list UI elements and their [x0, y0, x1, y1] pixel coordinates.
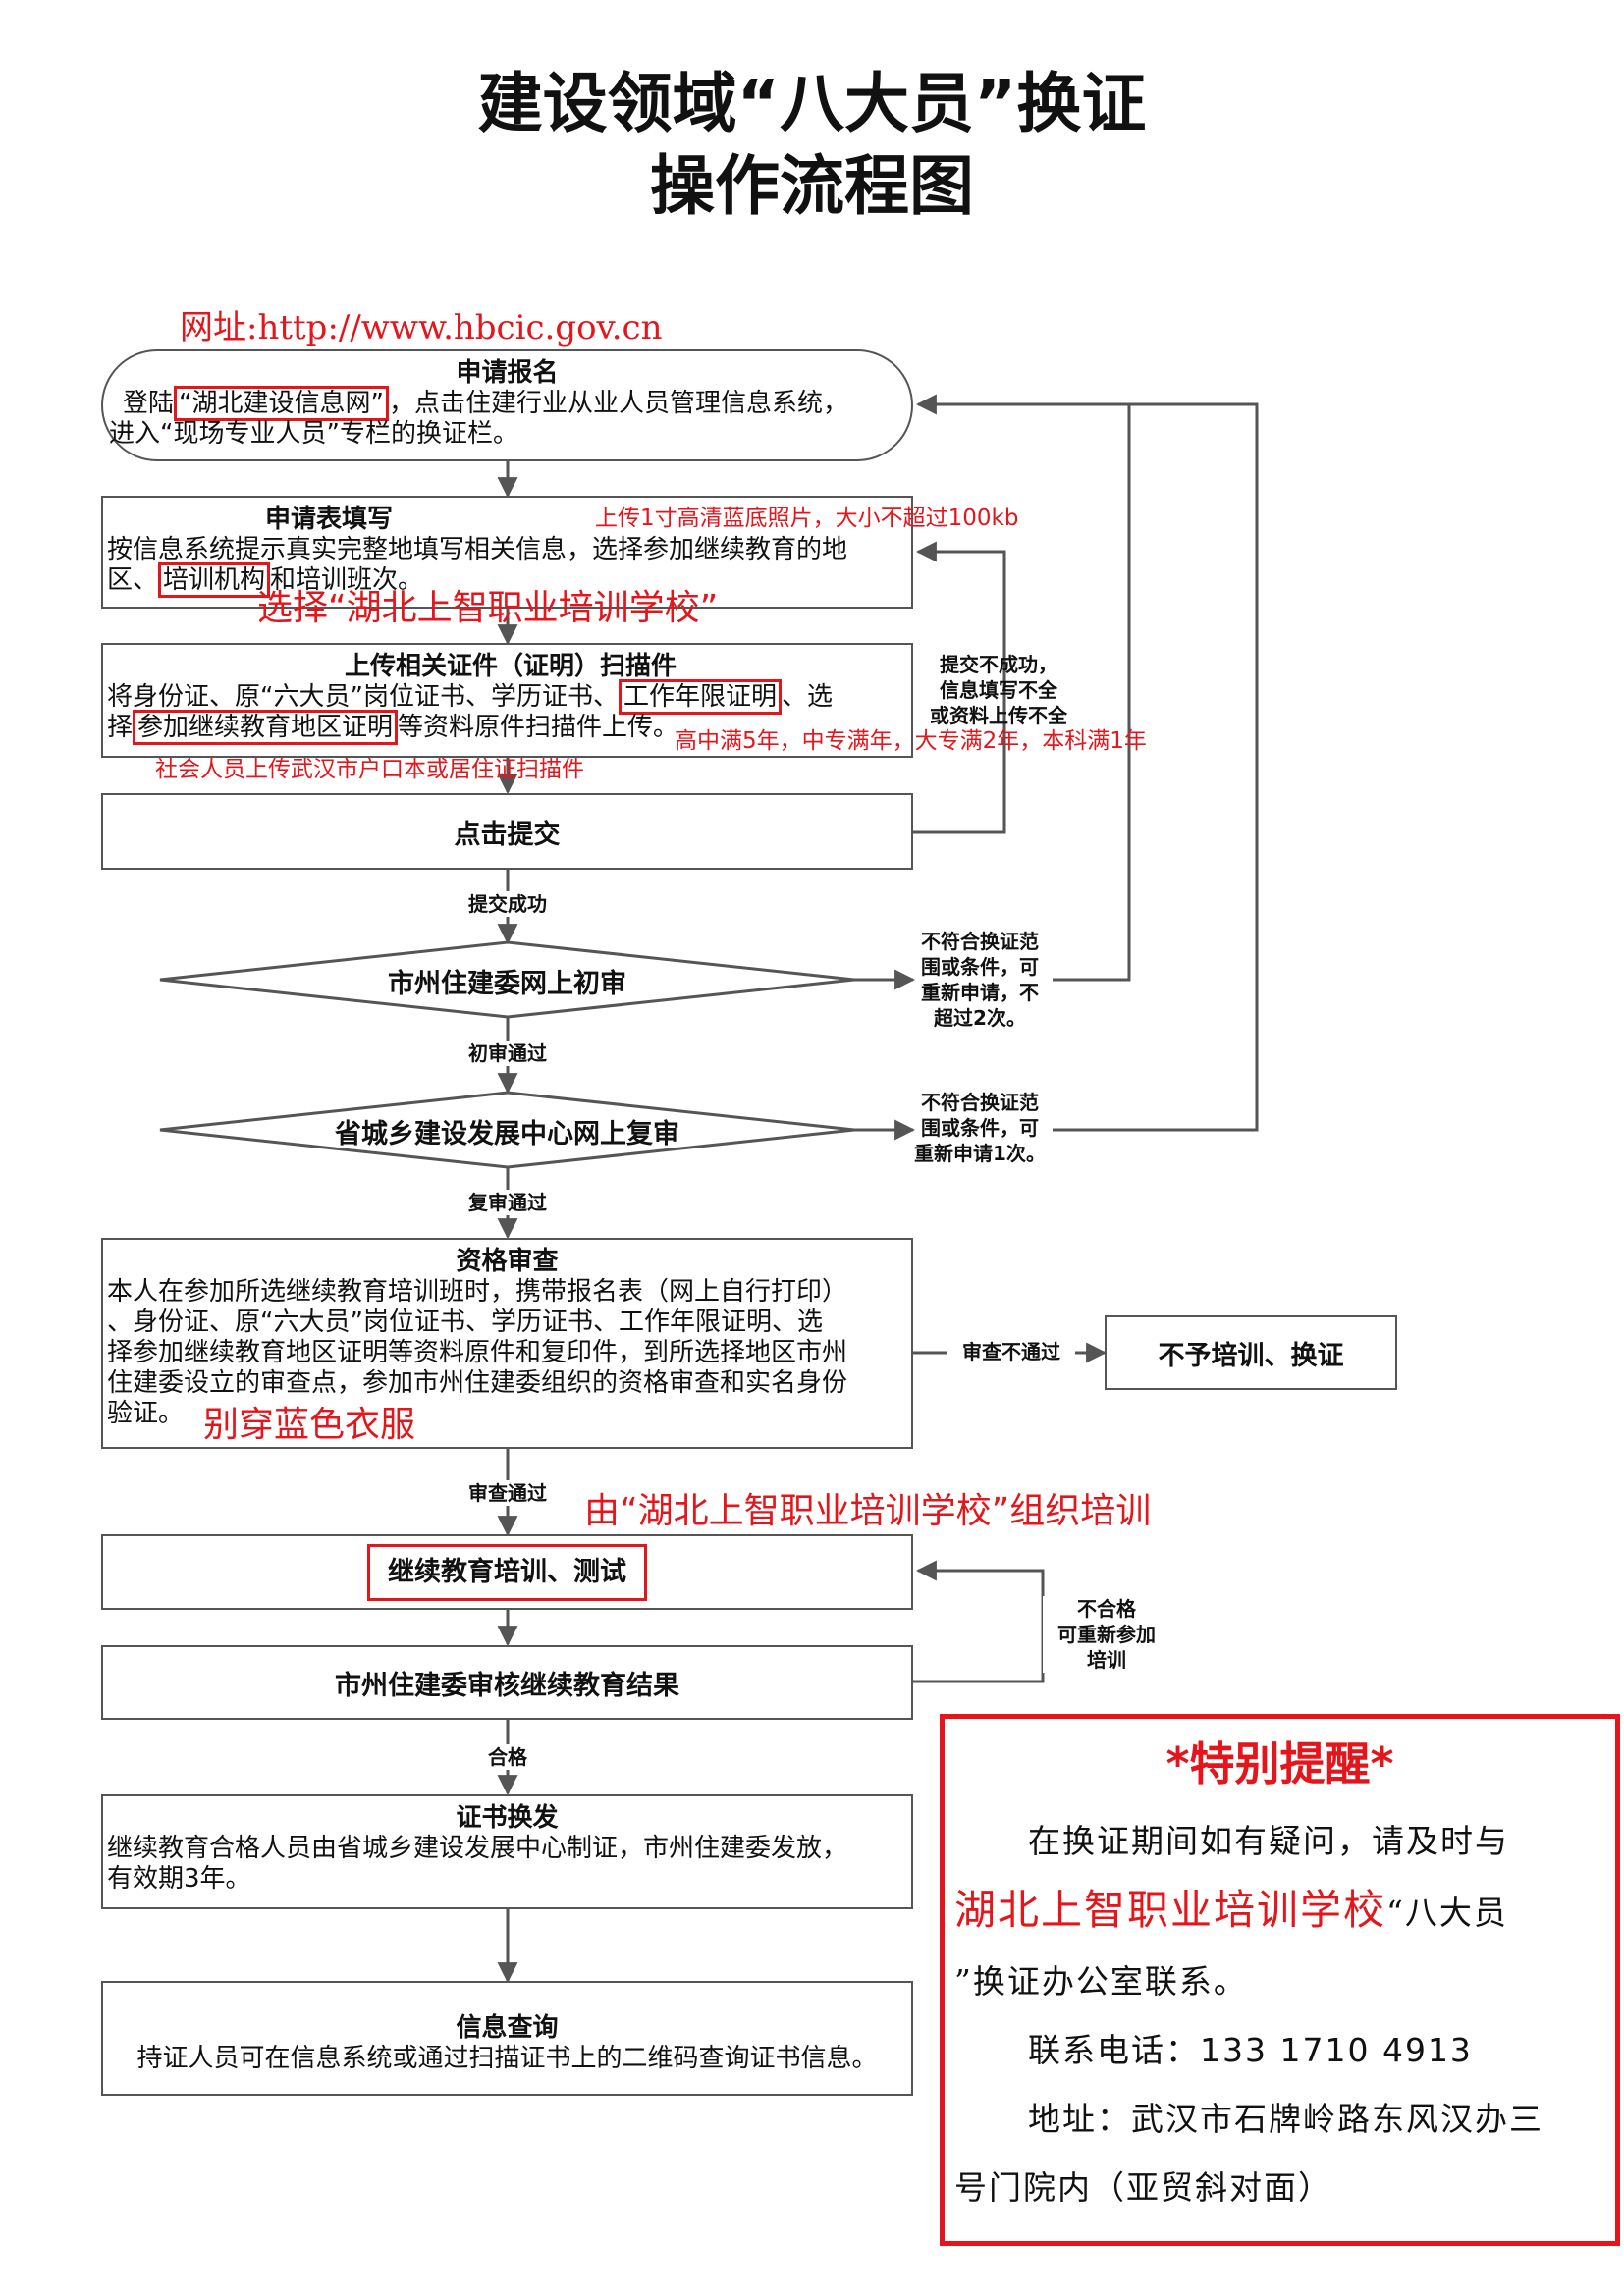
step-no-training: 不予培训、换证 [1105, 1315, 1397, 1390]
page-title-line1: 建设领域“八大员”换证 [477, 66, 1147, 141]
step-form-title: 申请表填写 [264, 505, 393, 534]
step-upload-text: 择 [107, 713, 134, 742]
training-highlight: 继续教育培训、测试 [367, 1543, 647, 1601]
step-query: 信息查询 持证人员可在信息系统或通过扫描证书上的二维码查询证书信息。 [101, 1981, 913, 2096]
diamond-second-review [159, 1091, 855, 1169]
step-upload-text: 将身份证、原“六大员”岗位证书、学历证书、 [107, 682, 619, 712]
step-form-text: 和培训班次。 [270, 565, 424, 595]
step-apply-text: ，点击住建行业从业人员管理信息系统， [388, 389, 848, 418]
url-note: 网址:http://www.hbcic.gov.cn [180, 308, 663, 347]
step-certificate-title: 证书换发 [456, 1803, 559, 1833]
label-check-fail: 审查不通过 [947, 1339, 1075, 1364]
step-form-text-1: 按信息系统提示真实完整地填写相关信息，选择参加继续教育的地 [107, 535, 848, 564]
step-qualification-title: 资格审查 [456, 1247, 559, 1276]
step-upload-text: 、选 [781, 682, 833, 712]
reminder-line-1: 在换证期间如有疑问，请及时与 [1028, 1822, 1509, 1860]
label-check-pass: 审查通过 [459, 1480, 557, 1506]
step-second-review: 省城乡建设发展中心网上复审 [335, 1119, 679, 1149]
reminder-address-label: 地址： [1028, 2100, 1131, 2138]
note-residence: 社会人员上传武汉市户口本或居住证扫描件 [155, 757, 584, 782]
label-second-fail: 不符合换证范 围或条件，可 重新申请1次。 [914, 1091, 1046, 1165]
note-no-blue: 别穿蓝色衣服 [203, 1405, 416, 1445]
loop-second-fail [1053, 402, 1259, 1132]
step-training: 继续教育培训、测试 [101, 1534, 913, 1610]
note-choose-school: 选择“湖北上智职业培训学校” [257, 588, 719, 628]
note-years: 高中满5年，中专满年，大专满2年，本科满1年 [675, 728, 1147, 754]
step-certificate-text-2: 有效期3年。 [107, 1864, 251, 1894]
reminder-line-2: “八大员 [1386, 1894, 1508, 1932]
step-upload: 上传相关证件（证明）扫描件 将身份证、原“六大员”岗位证书、学历证书、工作年限证… [101, 643, 913, 758]
step-upload-title: 上传相关证件（证明）扫描件 [344, 652, 677, 681]
label-qualified: 合格 [478, 1744, 537, 1770]
step-qualification: 资格审查 本人在参加所选继续教育培训班时，携带报名表（网上自行打印） 、身份证、… [101, 1238, 913, 1449]
loop-submit-fail [913, 541, 1006, 834]
reminder-address-1: 武汉市石牌岭路东风汉办三 [1131, 2100, 1543, 2138]
label-first-pass: 初审通过 [459, 1041, 557, 1066]
step-certificate-text-1: 继续教育合格人员由省城乡建设发展中心制证，市州住建委发放， [107, 1834, 848, 1863]
training-org-highlight: 培训机构 [158, 562, 271, 598]
step-qualification-text-5: 验证。 [107, 1399, 185, 1428]
step-apply-text-2: 进入“现场专业人员”专栏的换证栏。 [109, 419, 518, 449]
label-second-pass: 复审通过 [459, 1190, 557, 1215]
step-result: 市州住建委审核继续教育结果 [101, 1645, 913, 1720]
step-qualification-text-3: 择参加继续教育地区证明等资料原件和复印件，到所选择地区市州 [107, 1338, 848, 1367]
step-submit: 点击提交 [101, 793, 913, 870]
special-reminder-box: *特别提醒* 在换证期间如有疑问，请及时与 湖北上智职业培训学校“八大员 ”换证… [940, 1714, 1620, 2246]
step-apply-title: 申请报名 [456, 358, 559, 388]
step-first-review: 市州住建委网上初审 [388, 969, 626, 999]
page-title-line2: 操作流程图 [650, 148, 974, 224]
loop-training-fail [913, 1560, 1045, 1683]
reminder-school: 湖北上智职业培训学校 [954, 1886, 1387, 1934]
label-submit-ok: 提交成功 [459, 891, 557, 917]
label-first-fail: 不符合换证范 围或条件，可 重新申请，不 超过2次。 [921, 930, 1039, 1030]
diamond-first-review [159, 940, 855, 1019]
reminder-phone: 133 1710 4913 [1200, 2031, 1473, 2069]
step-certificate: 证书换发 继续教育合格人员由省城乡建设发展中心制证，市州住建委发放， 有效期3年… [101, 1794, 913, 1909]
reminder-address-2: 号门院内（亚贸斜对面） [954, 2168, 1332, 2207]
step-query-text: 持证人员可在信息系统或通过扫描证书上的二维码查询证书信息。 [136, 2044, 878, 2073]
step-upload-text: 等资料原件扫描件上传。 [398, 713, 679, 742]
label-training-fail: 不合格 可重新参加 培训 [1043, 1596, 1170, 1673]
reminder-title: *特别提醒* [1165, 1737, 1394, 1790]
region-proof-highlight: 参加继续教育地区证明 [133, 710, 399, 745]
hbcic-site-highlight: “湖北建设信息网” [174, 386, 389, 421]
reminder-phone-label: 联系电话： [1028, 2031, 1200, 2069]
loop-first-fail [915, 394, 1131, 982]
step-qualification-text-2: 、身份证、原“六大员”岗位证书、学历证书、工作年限证明、选 [107, 1308, 823, 1337]
step-apply-text: 登陆 [123, 389, 175, 418]
step-qualification-text-1: 本人在参加所选继续教育培训班时，携带报名表（网上自行打印） [107, 1277, 848, 1307]
work-years-highlight: 工作年限证明 [618, 679, 782, 715]
reminder-line-3: ”换证办公室联系。 [954, 1962, 1248, 2001]
note-photo: 上传1寸高清蓝底照片，大小不超过100kb [595, 506, 1019, 531]
step-form: 申请表填写 按信息系统提示真实完整地填写相关信息，选择参加继续教育的地 区、培训… [101, 496, 913, 609]
step-qualification-text-4: 住建委设立的审查点，参加市州住建委组织的资格审查和实名身份 [107, 1368, 848, 1398]
step-query-title: 信息查询 [456, 2013, 559, 2043]
label-submit-fail: 提交不成功， 信息填写不全 或资料上传不全 [930, 653, 1067, 727]
step-apply: 申请报名 登陆“湖北建设信息网”，点击住建行业从业人员管理信息系统， 进入“现场… [101, 349, 913, 461]
note-organize: 由“湖北上智职业培训学校”组织培训 [584, 1491, 1152, 1531]
step-form-text: 区、 [107, 565, 159, 595]
